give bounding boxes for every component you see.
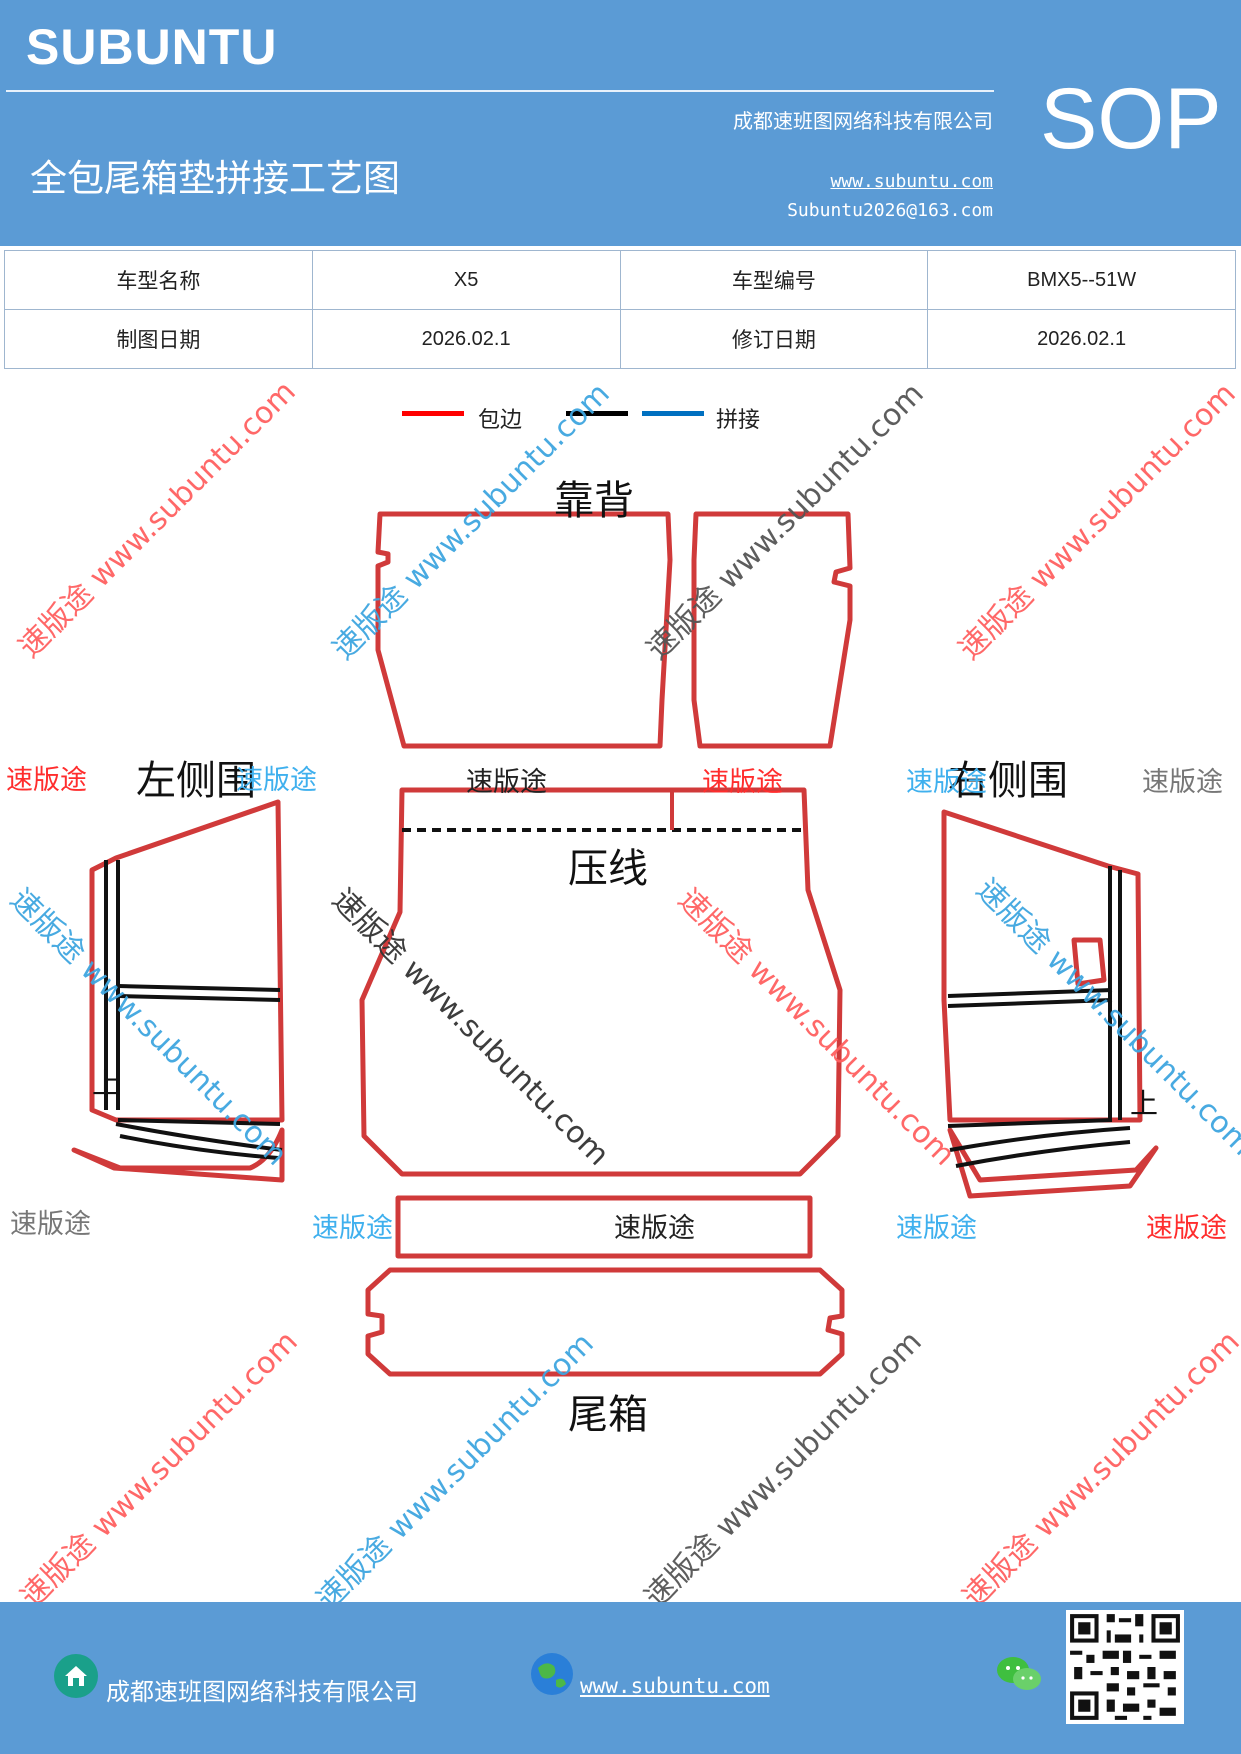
front-strip-piece [395,1195,813,1259]
watermark: 速版途 [1146,1213,1227,1244]
revision-date-value: 2026.02.1 [927,309,1236,369]
seam-line [119,1134,279,1160]
backrest-label: 靠背 [554,478,634,524]
right-side-label: 右侧围 [948,758,1068,804]
legend-swatch-seam [566,411,628,416]
legend-swatch-edge [402,411,464,416]
watermark: 速版途 [614,1213,695,1244]
legend-label-splice: 拼接 [716,408,761,433]
footer-company: 成都速班图网络科技有限公司 [106,1678,418,1706]
draw-date-label: 制图日期 [4,309,313,369]
watermark: 速版途 [6,765,87,796]
seam-line [947,1118,1113,1128]
qr-code[interactable] [1066,1610,1184,1724]
seam-line [955,1140,1131,1168]
model-code-value: BMX5--51W [927,250,1236,310]
right-side-bottom [947,1127,1159,1199]
document-title: 全包尾箱垫拼接工艺图 [30,157,400,200]
backrest-left-piece [375,511,673,749]
globe-icon [531,1653,573,1695]
footer-banner: 成都速班图网络科技有限公司 www.subuntu.com [0,1602,1241,1754]
floor-main-piece [359,787,843,1177]
watermark: 速版途 [906,767,987,798]
email-address[interactable]: Subuntu2026@163.com [787,200,993,221]
seam-line [117,994,281,1002]
model-code-label: 车型编号 [619,250,929,310]
legend-label-edge: 包边 [478,408,523,433]
model-name-label: 车型名称 [4,250,313,310]
trunk-piece [365,1267,845,1377]
backrest-right-piece [691,511,853,749]
watermark: 速版途 [466,767,547,798]
left-side-panel [89,799,285,1123]
left-side-label: 左侧围 [136,758,256,804]
press-line-label: 压线 [568,846,648,892]
website-link[interactable]: www.subuntu.com [830,171,993,192]
seam-line [117,1118,281,1126]
legend-swatch-splice [642,411,704,416]
table-row: 制图日期 2026.02.1 修订日期 2026.02.1 [4,309,1236,369]
revision-date-label: 修订日期 [619,309,929,369]
seam-line [947,988,1113,998]
footer-website[interactable]: www.subuntu.com [580,1674,770,1698]
header-banner: SUBUNTU 全包尾箱垫拼接工艺图 成都速班图网络科技有限公司 www.sub… [0,0,1241,246]
seam-line [949,1126,1131,1152]
table-row: 车型名称 X5 车型编号 BMX5--51W [4,250,1236,310]
brand-logo: SUBUNTU [26,19,278,75]
watermark: 速版途 [896,1213,977,1244]
watermark: 速版途 [702,767,783,798]
header-divider [6,90,994,92]
trunk-label: 尾箱 [568,1392,648,1438]
sop-badge: SOP [1040,71,1222,167]
seam-line [117,984,281,992]
legend: 包边 拼接 [0,400,1241,440]
left-side-bottom [71,1127,285,1183]
home-icon [54,1654,98,1698]
right-notch [1071,937,1107,987]
seam-line [115,1122,283,1152]
watermark: 速版途 [10,1209,91,1240]
model-name-value: X5 [311,250,621,310]
wechat-icon [997,1657,1041,1690]
vehicle-info-table: 车型名称 X5 车型编号 BMX5--51W 制图日期 2026.02.1 修订… [4,250,1236,369]
company-name: 成都速班图网络科技有限公司 [733,109,993,133]
watermark: 速版途 [236,765,317,796]
watermark: 速版途 [1142,767,1223,798]
side-mark-right: 上 [1130,1087,1159,1120]
seam-line [947,998,1113,1008]
side-mark-left: 上 [92,1067,121,1100]
watermark: 速版途 [312,1213,393,1244]
draw-date-value: 2026.02.1 [311,309,621,369]
